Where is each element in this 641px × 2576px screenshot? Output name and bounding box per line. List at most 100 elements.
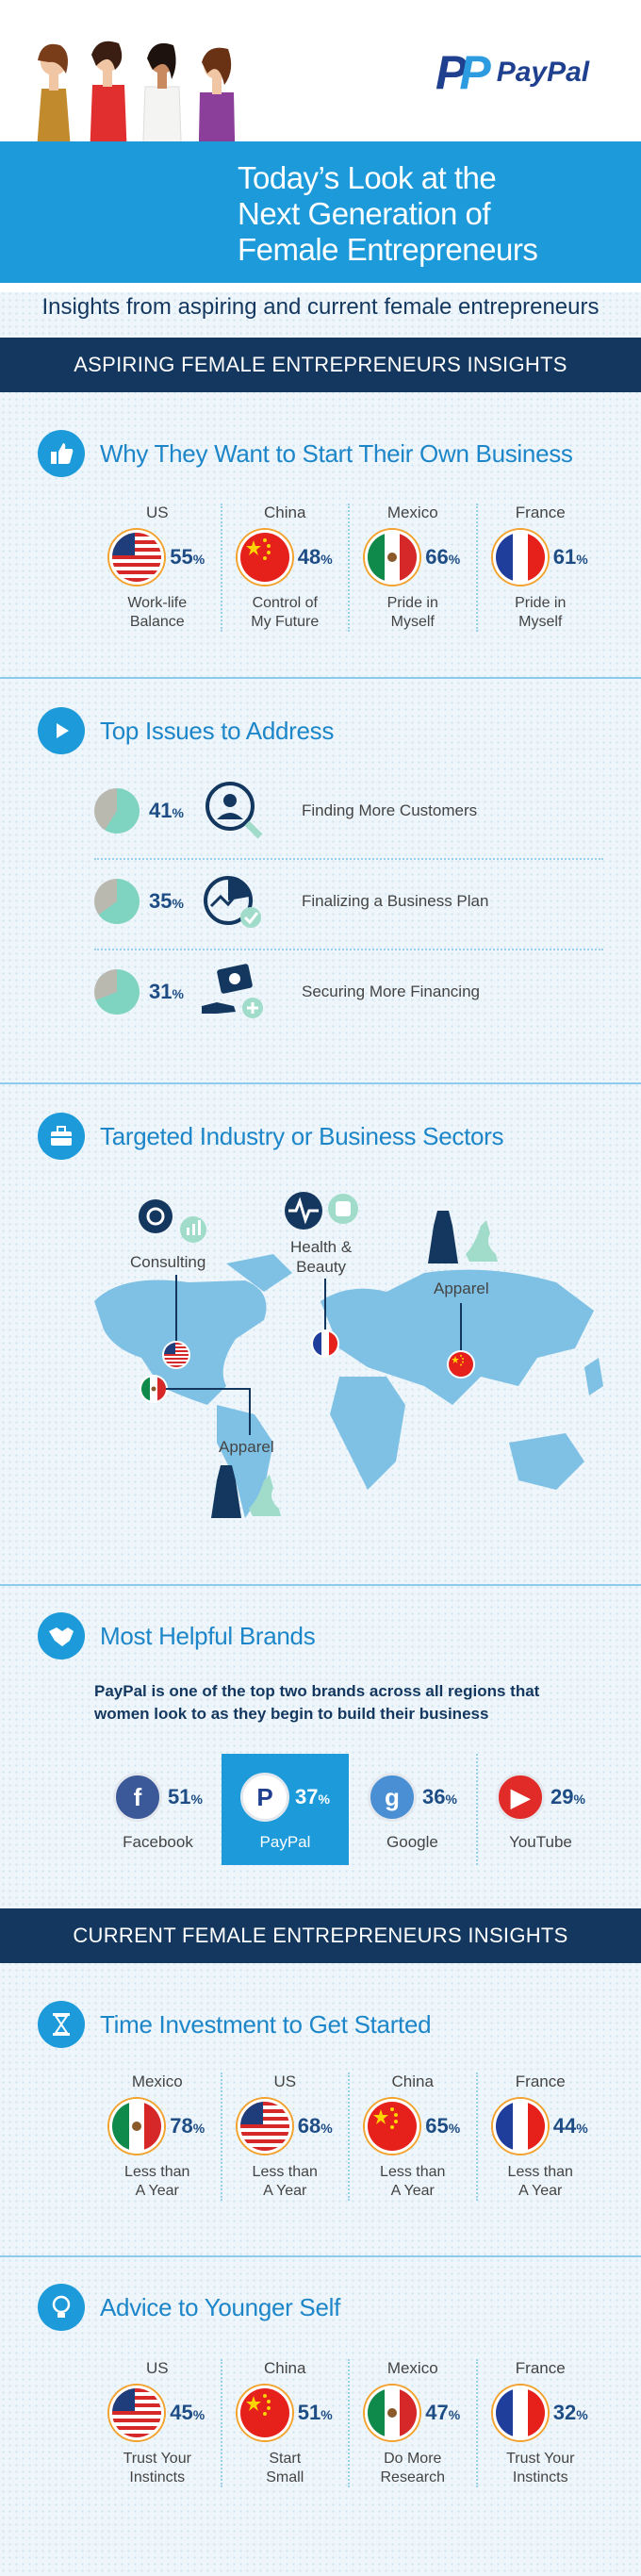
health-beauty-icon [281,1190,366,1236]
world-map [94,1254,603,1518]
percent-value: 51% [297,2401,333,2424]
percent-value: 36% [421,1785,457,1808]
paypal-wordmark: PayPal [496,57,590,88]
divider [0,677,641,679]
issue-row: 41% Finding More Customers [94,773,603,849]
percent-value: 45% [170,2401,205,2424]
time-column-china: China 65% Less than A Year [348,2072,476,2201]
flag-france-icon [311,1329,339,1358]
section-brands: Most Helpful Brands [38,1612,316,1660]
why-column-mexico: Mexico 66% Pride in Myself [348,504,476,632]
country-name: France [515,2359,566,2377]
map-marker-us [162,1341,190,1369]
brand-google: g 36% Google [349,1754,476,1865]
flag-us-icon [109,2386,165,2440]
brand-name: Facebook [123,1833,193,1851]
flag-china-icon [237,530,292,585]
label-consulting: Consulting [130,1253,206,1271]
section-sectors: Targeted Industry or Business Sectors [38,1113,504,1160]
brand-name: Google [386,1833,438,1851]
percent-value: 55% [170,545,205,569]
section-time: Time Investment to Get Started [38,2001,432,2048]
advice-column-france: France 32% Trust Your Instincts [475,2359,604,2487]
percent-value: 29% [551,1785,585,1808]
lightbulb-icon [38,2284,85,2331]
paypal-p-icon: PP [436,46,491,99]
percent-value: 35% [149,889,184,913]
brands-note: PayPal is one of the top two brands acro… [94,1682,540,1723]
briefcase-icon [38,1113,85,1160]
divider [0,1584,641,1586]
flag-mexico-icon [109,2099,165,2154]
issue-label: Securing More Financing [302,983,480,1000]
country-name: Mexico [386,504,438,521]
flag-us-icon [162,1341,190,1369]
column-label: Less than A Year [124,2164,190,2199]
why-column-france: France 61% Pride in Myself [475,504,604,632]
dotted-separator [94,858,603,860]
map-marker-mexico [140,1375,168,1403]
issue-label: Finding More Customers [302,801,478,819]
label-apparel-china: Apparel [434,1280,489,1297]
map-marker-france [311,1329,339,1358]
percent-value: 66% [425,545,461,569]
column-label: Control of My Future [251,595,320,630]
dotted-separator [94,949,603,950]
percent-value: 32% [552,2401,588,2424]
page-title: Today’s Look at the Next Generation of F… [238,160,538,267]
apparel-icon-mexico [211,1461,287,1532]
percent-value: 44% [552,2114,588,2138]
percent-value: 68% [297,2114,333,2138]
country-name: US [145,2359,169,2377]
time-column-us: US 68% Less than A Year [220,2072,349,2201]
country-name: China [391,2072,434,2090]
column-label: Do More Research [380,2451,445,2485]
page-subtitle: Insights from aspiring and current femal… [41,294,600,320]
flag-mexico-icon [365,2386,420,2440]
percent-value: 61% [552,545,588,569]
column-label: Less than A Year [380,2164,446,2199]
why-column-china: China 48% Control of My Future [220,504,349,632]
hourglass-icon [38,2001,85,2048]
percent-value: 65% [425,2114,461,2138]
why-columns: US 55% Work-life Balance China 48% Contr… [94,504,603,632]
country-name: US [273,2072,297,2090]
time-column-france: France 44% Less than A Year [475,2072,604,2201]
advice-column-us: US 45% Trust Your Instincts [94,2359,221,2487]
percent-value: 51% [168,1785,203,1808]
title-band [0,141,641,283]
issue-pie [94,788,140,834]
flag-china-icon [447,1350,475,1379]
column-label: Trust Your Instincts [123,2451,191,2485]
why-column-us: US 55% Work-life Balance [94,504,221,632]
play-icon [38,707,85,754]
country-name: China [264,2359,306,2377]
section-issues: Top Issues to Address [38,707,334,754]
banner-aspiring: ASPIRING FEMALE ENTREPRENEURS INSIGHTS [0,338,641,392]
google-logo-icon: g [367,1773,417,1822]
brand-name: YouTube [509,1833,572,1851]
paypal-logo-icon: P [240,1773,289,1822]
flag-france-icon [492,2099,548,2154]
column-label: Trust Your Instincts [506,2451,575,2485]
column-label: Pride in Myself [515,595,567,630]
advice-column-mexico: Mexico 47% Do More Research [348,2359,476,2487]
divider [0,2255,641,2257]
column-label: Less than A Year [507,2164,573,2199]
percent-value: 47% [425,2401,461,2424]
percent-value: 37% [295,1785,330,1808]
thumbs-up-icon [38,430,85,477]
divider [0,1082,641,1084]
issue-pie [94,969,140,1015]
apparel-icon-china [428,1207,503,1278]
country-name: US [145,504,169,521]
customer-search-icon [198,778,273,844]
issue-row: 35% Finalizing a Business Plan [94,864,603,939]
flag-china-icon [365,2099,420,2154]
section-advice: Advice to Younger Self [38,2284,340,2331]
paypal-logo: PP PayPal [436,49,589,96]
country-name: Mexico [386,2359,438,2377]
brand-facebook: f 51% Facebook [94,1754,222,1865]
business-plan-icon [198,868,273,934]
